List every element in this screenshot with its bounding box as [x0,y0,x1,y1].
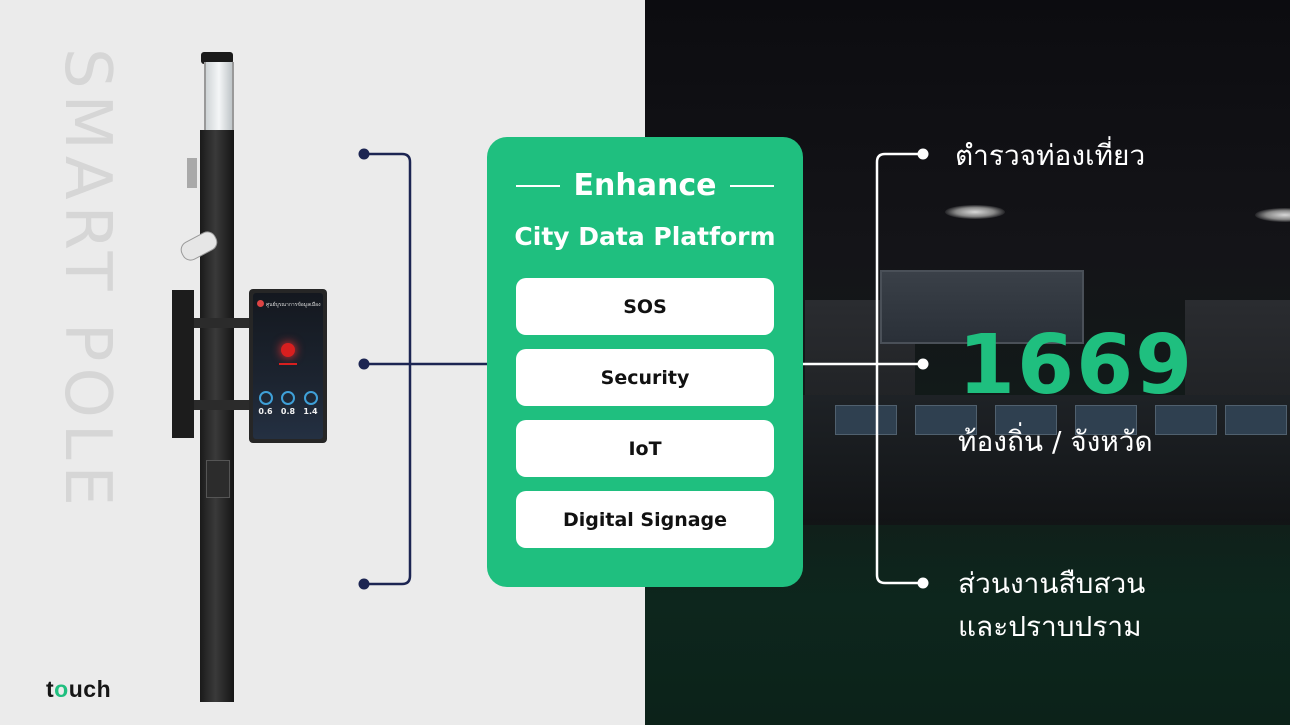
console-screen [835,405,897,435]
emergency-number: 1669 [958,318,1195,413]
brand-logo: touch [46,676,111,703]
kiosk-header: ศูนย์บูรณาการข้อมูลเมือง [266,302,321,308]
feature-digital-signage[interactable]: Digital Signage [516,491,774,548]
gauge-value: 0.6 [258,407,273,416]
pole-control-box [206,460,230,498]
gauge-dial-icon [258,391,273,405]
console-screen [1075,405,1137,435]
kiosk-avatar [257,300,264,307]
right-dot-top [917,148,929,160]
gauge-value: 1.4 [303,407,318,416]
console-screen [1225,405,1287,435]
gauge-dial-icon [303,391,318,405]
pole-light-module [204,62,234,132]
smart-pole-image [200,130,234,702]
ceiling-light [1255,208,1290,222]
right-dot-bottom [917,577,929,589]
kiosk-gauge: 0.8 [279,391,298,416]
pole-arm [194,318,250,328]
left-bracket [365,152,487,586]
card-title: Enhance [573,168,717,203]
heading-dash-right [730,184,775,187]
kiosk-screen: ศูนย์บูรณาการข้อมูลเมือง 0.6 0.8 1.4 [253,293,323,439]
logo-accent-letter: o [54,676,69,702]
sos-alert-icon [281,343,295,357]
tourist-police-label: ตำรวจท่องเที่ยว [955,139,1146,172]
card-heading: Enhance [487,168,803,203]
ceiling-light [945,205,1005,219]
left-dot-bottom [358,578,370,590]
vertical-title: SMART POLE [50,48,124,512]
pole-arm [194,400,250,410]
left-dot-top [358,148,370,160]
feature-security[interactable]: Security [516,349,774,406]
gauge-dial-icon [281,391,295,405]
local-province-label: ท้องถิ่น / จังหวัด [958,425,1153,458]
kiosk-gauges: 0.6 0.8 1.4 [256,391,320,416]
feature-sos[interactable]: SOS [516,278,774,335]
logo-suffix: uch [68,676,112,702]
console-screen [995,405,1057,435]
logo-prefix: t [46,676,55,702]
feature-iot[interactable]: IoT [516,420,774,477]
right-dot-middle [917,358,929,370]
console-screen [1155,405,1217,435]
gauge-value: 0.8 [280,407,296,416]
kiosk-alert-bar [279,363,297,365]
kiosk-gauge: 1.4 [301,391,320,416]
card-subtitle: City Data Platform [514,222,776,251]
pole-sensor [187,158,197,188]
investigation-label-line2: และปราบปราม [958,610,1142,643]
heading-dash-left [515,184,560,187]
pole-cap [201,52,233,64]
video-wall [880,270,1084,344]
pole-side-panel [172,290,194,438]
left-dot-middle [358,358,370,370]
kiosk-display: ศูนย์บูรณาการข้อมูลเมือง 0.6 0.8 1.4 [249,289,327,443]
right-bracket [803,152,922,585]
console-screen [915,405,977,435]
investigation-label-line1: ส่วนงานสืบสวน [958,567,1146,600]
kiosk-gauge: 0.6 [256,391,275,416]
